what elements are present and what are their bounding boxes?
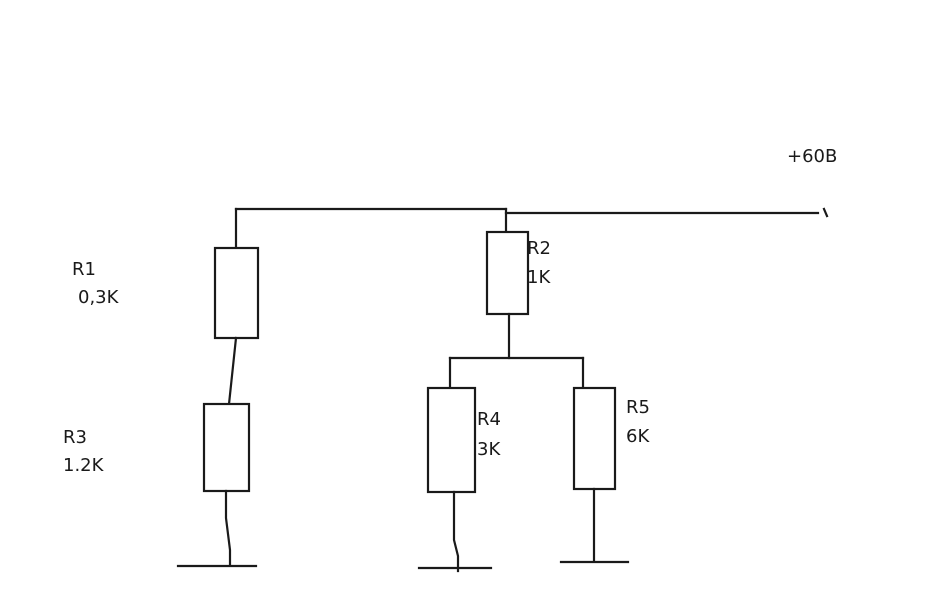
resistor-r4 <box>426 386 477 494</box>
r1-name-label: R1 <box>72 259 96 280</box>
r3-value-label: 1.2K <box>63 455 104 476</box>
supply-voltage-label: +60B <box>787 146 838 167</box>
r3-name-label: R3 <box>63 427 87 448</box>
r4-value-label: 3K <box>477 439 501 460</box>
resistor-r5 <box>572 386 617 491</box>
wire-r4-ground <box>452 490 460 573</box>
supply-terminal <box>822 207 829 218</box>
r1-value-label: 0,3K <box>78 287 119 308</box>
resistor-r1 <box>213 246 260 340</box>
r5-name-label: R5 <box>626 397 650 418</box>
r5-value-label: 6K <box>626 426 650 447</box>
r2-name-label: R2 <box>527 238 551 259</box>
resistor-r2 <box>485 230 530 316</box>
wire-r3-ground <box>224 489 232 567</box>
r4-name-label: R4 <box>477 409 501 430</box>
resistor-r3 <box>202 402 251 493</box>
r2-value-label: 1K <box>527 267 551 288</box>
wire-r1-r3 <box>227 336 238 406</box>
